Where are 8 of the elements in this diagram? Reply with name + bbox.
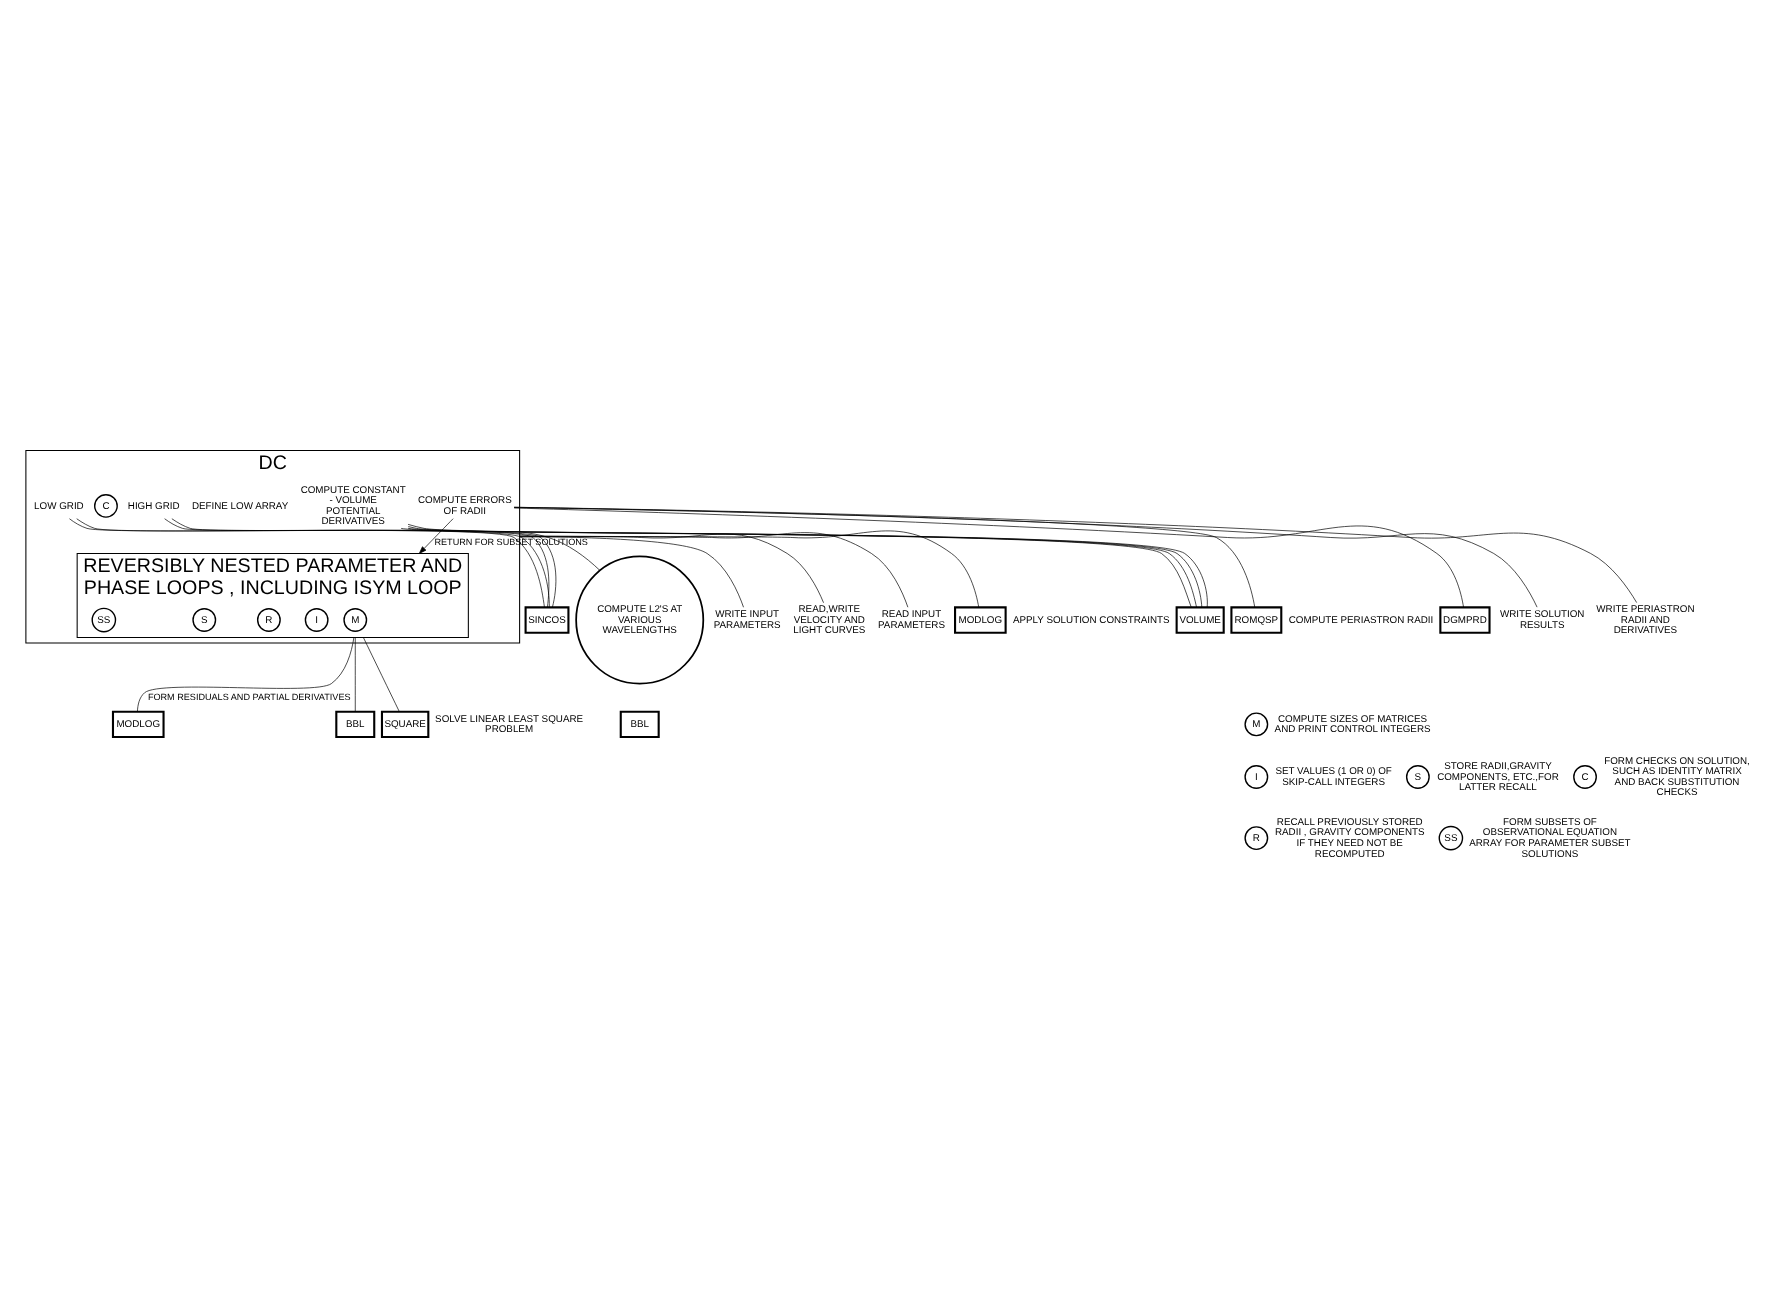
arrow: [418, 517, 454, 553]
connector: [513, 506, 1256, 607]
connector: [354, 636, 356, 711]
connector: [363, 636, 400, 711]
connector: [519, 529, 980, 607]
connector: [137, 636, 355, 711]
connector: [519, 532, 824, 603]
connector: [519, 531, 909, 607]
